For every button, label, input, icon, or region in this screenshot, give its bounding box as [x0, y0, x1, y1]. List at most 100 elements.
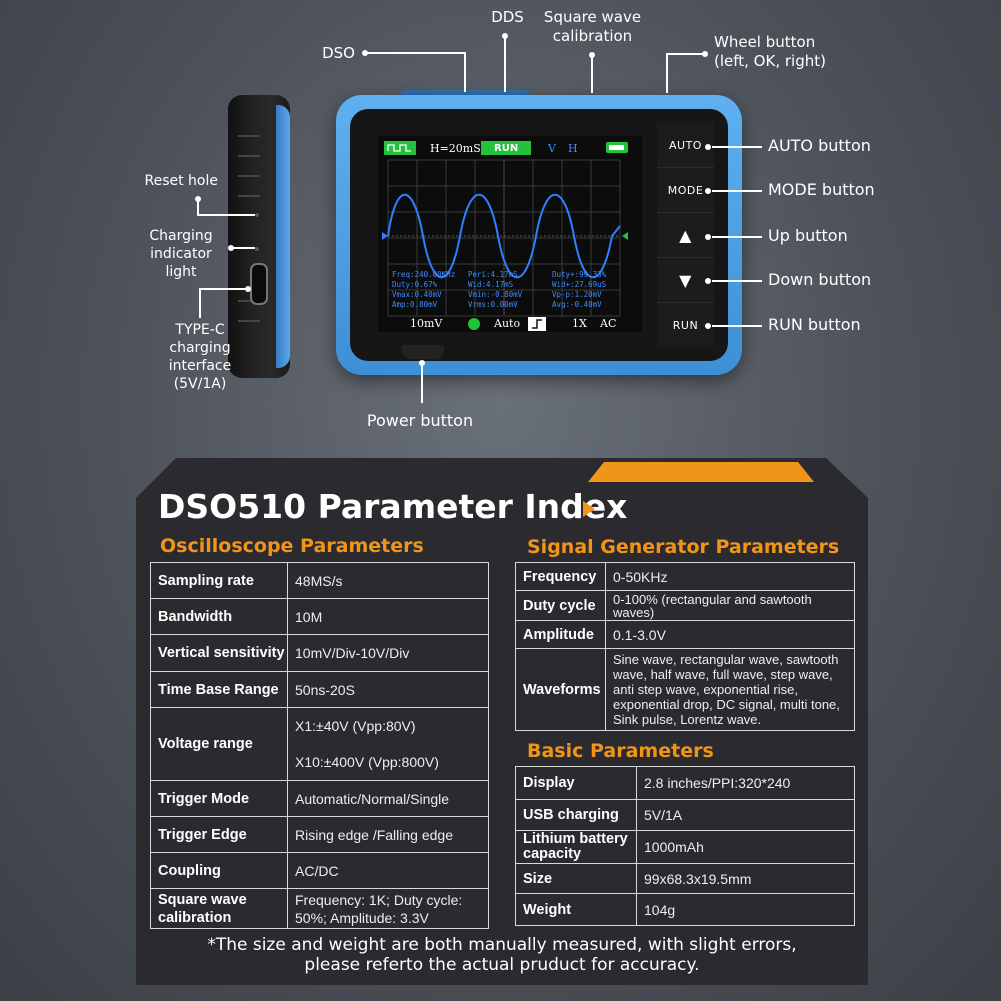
grip-line	[238, 320, 260, 322]
leader-line	[197, 198, 199, 215]
leader-dot	[705, 234, 711, 240]
leader-line	[712, 236, 762, 238]
power-button[interactable]	[402, 345, 444, 359]
side-bumper	[276, 105, 290, 368]
callout-down: Down button	[768, 270, 872, 289]
callout-charging-2: indicator	[150, 246, 212, 262]
leader-line	[712, 280, 762, 282]
callout-reset: Reset hole	[144, 173, 219, 189]
title-arrow-icon	[583, 501, 595, 517]
leader-line	[199, 288, 201, 318]
v-indicator: V	[548, 142, 556, 155]
leader-line	[365, 52, 465, 54]
panel-title: DSO510 Parameter Index	[158, 487, 628, 526]
callout-power: Power button	[366, 411, 474, 430]
leader-dot	[705, 323, 711, 329]
callout-run: RUN button	[768, 315, 861, 334]
volts-div-label: 10mV	[410, 317, 443, 330]
leader-line	[230, 247, 255, 249]
callout-square-wave-2: calibration	[552, 27, 633, 45]
leader-dot	[702, 51, 708, 57]
down-key[interactable]: ▼	[657, 258, 714, 303]
leader-line	[666, 53, 668, 93]
grip-line	[238, 195, 260, 197]
leader-line	[197, 214, 255, 216]
callout-square-wave-1: Square wave	[543, 8, 642, 26]
device-side-view	[228, 95, 290, 378]
sine-wave	[387, 193, 621, 279]
mode-key[interactable]: MODE	[657, 168, 714, 213]
h-indicator: H	[568, 142, 578, 155]
reset-hole	[255, 213, 259, 217]
run-status: RUN	[494, 143, 519, 154]
grip-line	[238, 175, 260, 177]
leader-line	[421, 365, 423, 403]
callout-charging-1: Charging	[149, 228, 213, 244]
leader-line	[712, 325, 762, 327]
probe-label: 1X	[572, 317, 587, 330]
callout-typec-4: (5V/1A)	[173, 376, 227, 392]
accent-tab	[588, 462, 814, 482]
leader-line	[591, 55, 593, 93]
leader-line	[712, 190, 762, 192]
callout-charging-3: light	[165, 264, 197, 280]
sig-section-title: Signal Generator Parameters	[527, 536, 840, 558]
callout-dds: DDS	[491, 8, 524, 26]
leader-line	[199, 288, 247, 290]
timebase-label: H=20mS	[430, 142, 481, 155]
grip-line	[238, 300, 260, 302]
footnote: *The size and weight are both manually m…	[207, 935, 797, 975]
coupling-label: AC	[600, 317, 617, 330]
leader-line	[464, 52, 466, 92]
leader-dot	[245, 286, 251, 292]
osc-section-title: Oscilloscope Parameters	[160, 535, 424, 557]
up-key[interactable]: ▲	[657, 213, 714, 258]
callout-wheel-1: Wheel button	[714, 33, 816, 51]
leader-dot	[419, 360, 425, 366]
auto-key[interactable]: AUTO	[657, 123, 714, 168]
leader-dot	[705, 188, 711, 194]
charging-led	[255, 247, 259, 251]
callout-up: Up button	[768, 226, 848, 245]
grip-line	[238, 135, 260, 137]
leader-dot	[705, 144, 711, 150]
screen-graphics	[378, 136, 642, 332]
callout-typec-2: charging	[169, 340, 231, 356]
callout-typec-1: TYPE-C	[175, 322, 225, 338]
trigger-mode-label: Auto	[494, 317, 521, 330]
callout-auto: AUTO button	[768, 136, 871, 155]
callout-dso: DSO	[322, 44, 355, 62]
basic-section-title: Basic Parameters	[527, 740, 714, 762]
device-button-column: AUTO MODE ▲ ▼ RUN	[657, 123, 714, 347]
leader-dot	[705, 278, 711, 284]
grip-line	[238, 155, 260, 157]
callout-typec-3: interface	[168, 358, 232, 374]
callout-mode: MODE button	[768, 180, 875, 199]
table-row: Voltage range X1:±40V (Vpp:80V)X10:±400V…	[150, 707, 489, 781]
run-key[interactable]: RUN	[657, 303, 714, 347]
